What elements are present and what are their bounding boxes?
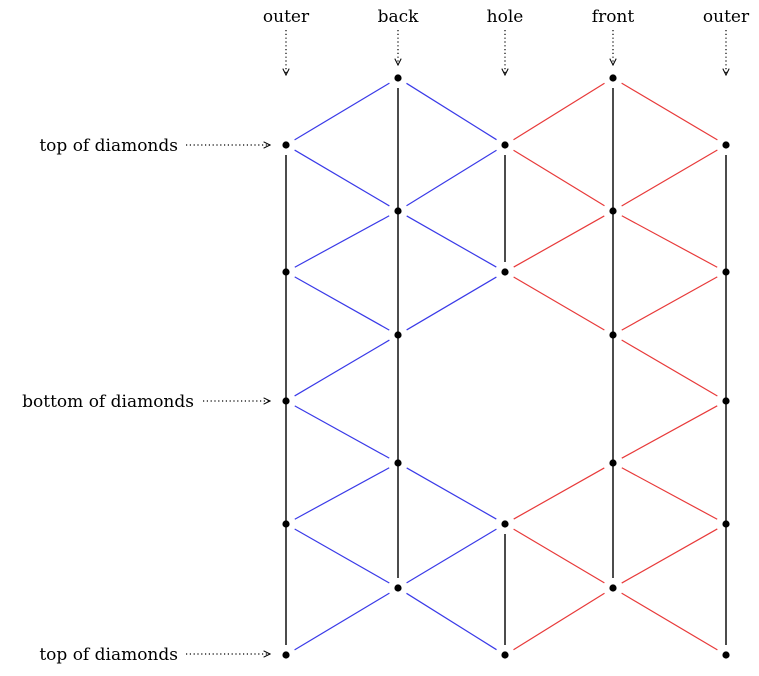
node-o5 (282, 397, 290, 405)
edge-back-b0-h1 (406, 82, 497, 141)
edge-front-f2-r3 (621, 215, 718, 268)
edge-back-b2-h1 (406, 149, 497, 207)
edge-front-h3-f2 (513, 215, 605, 268)
edge-front-h3-f4 (513, 276, 605, 331)
edge-front-h9-f8 (513, 592, 605, 651)
node-r9 (722, 651, 730, 659)
node-h9 (501, 651, 509, 659)
node-o3 (282, 268, 290, 276)
node-f4 (609, 331, 617, 339)
edge-front-f2-r1 (621, 149, 718, 207)
node-f2 (609, 207, 617, 215)
edge-back-o5-b6 (294, 405, 390, 459)
edge-front-f6-r5 (621, 405, 718, 459)
column-label-outer-right: outer (703, 7, 750, 27)
edge-back-o1-b0 (294, 82, 390, 141)
edge-front-f6-r7 (621, 467, 718, 520)
edge-front-h7-f8 (513, 528, 605, 584)
node-r5 (722, 397, 730, 405)
node-b4 (394, 331, 402, 339)
edge-front-f8-r9 (621, 592, 718, 651)
node-b8 (394, 584, 402, 592)
edges-layer (285, 82, 727, 651)
node-r3 (722, 268, 730, 276)
column-label-outer-left: outer (263, 7, 310, 27)
node-b2 (394, 207, 402, 215)
edge-back-o9-b8 (294, 592, 390, 651)
edge-back-b8-h7 (406, 528, 497, 584)
node-o1 (282, 141, 290, 149)
edge-front-f4-r5 (621, 339, 718, 397)
edge-front-h1-f0 (513, 82, 605, 141)
node-h7 (501, 520, 509, 528)
column-label-back: back (378, 7, 420, 27)
column-label-hole: hole (487, 7, 524, 27)
edge-back-b4-h3 (406, 276, 497, 331)
edge-back-o3-b2 (294, 215, 390, 268)
edge-back-b2-h3 (406, 215, 497, 268)
edge-front-f4-r3 (621, 276, 718, 331)
edge-back-o5-b4 (294, 339, 390, 397)
edge-front-h1-f2 (513, 149, 605, 207)
node-r1 (722, 141, 730, 149)
edge-back-o3-b4 (294, 276, 390, 331)
edge-front-f8-r7 (621, 528, 718, 584)
edge-back-b8-h9 (406, 592, 497, 651)
edge-front-f0-r1 (621, 82, 718, 141)
edge-back-o7-b6 (294, 467, 390, 520)
node-f6 (609, 459, 617, 467)
node-b6 (394, 459, 402, 467)
row-label-top-of-diamonds-upper: top of diamonds (39, 136, 178, 156)
node-b0 (394, 74, 402, 82)
node-f8 (609, 584, 617, 592)
node-o7 (282, 520, 290, 528)
row-label-top-of-diamonds-lower: top of diamonds (39, 645, 178, 665)
edge-back-b6-h7 (406, 467, 497, 520)
node-r7 (722, 520, 730, 528)
column-label-front: front (592, 7, 635, 27)
edge-front-h7-f6 (513, 467, 605, 520)
nodes-layer (282, 74, 730, 659)
row-label-bottom-of-diamonds: bottom of diamonds (22, 392, 194, 412)
node-h3 (501, 268, 509, 276)
node-o9 (282, 651, 290, 659)
node-h1 (501, 141, 509, 149)
edge-back-o1-b2 (294, 149, 390, 207)
node-f0 (609, 74, 617, 82)
edge-back-o7-b8 (294, 528, 390, 584)
